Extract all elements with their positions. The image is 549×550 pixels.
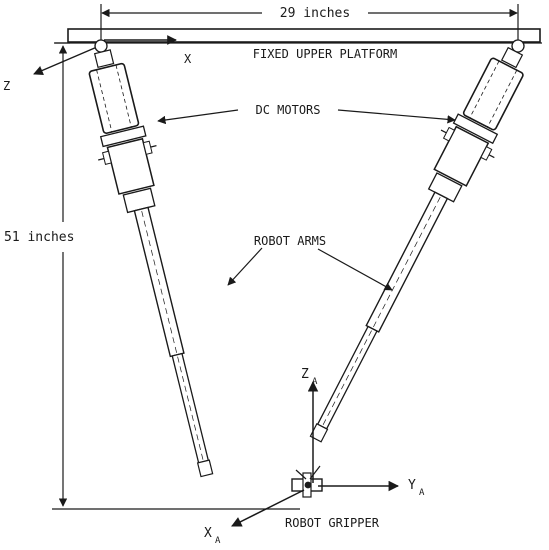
- frame-axes: [33, 35, 177, 76]
- axis-xa-sub: A: [215, 536, 221, 546]
- robot-gripper: [291, 465, 323, 498]
- axis-za-sub: A: [312, 377, 318, 387]
- platform-label: FIXED UPPER PLATFORM: [253, 47, 398, 61]
- right-arm-assembly: [309, 39, 525, 443]
- height-dimension: [52, 42, 300, 510]
- axis-ya-sub: A: [419, 488, 425, 498]
- motors-label: DC MOTORS: [255, 103, 320, 117]
- left-arm-assembly: [88, 39, 214, 478]
- axis-x-label: X: [184, 52, 192, 66]
- gripper-axes: [231, 380, 400, 527]
- width-dimension: [100, 4, 519, 40]
- arms-label: ROBOT ARMS: [254, 234, 326, 248]
- leader-lines: [157, 109, 456, 291]
- axis-ya-label: Y: [408, 478, 416, 493]
- upper-platform: [54, 28, 542, 44]
- height-label: 51 inches: [4, 230, 74, 245]
- axis-z-label: Z: [3, 79, 10, 93]
- width-label: 29 inches: [280, 6, 350, 21]
- axis-xa-label: X: [204, 526, 212, 541]
- gripper-label: ROBOT GRIPPER: [285, 516, 380, 530]
- axis-za-label: Z: [301, 367, 309, 382]
